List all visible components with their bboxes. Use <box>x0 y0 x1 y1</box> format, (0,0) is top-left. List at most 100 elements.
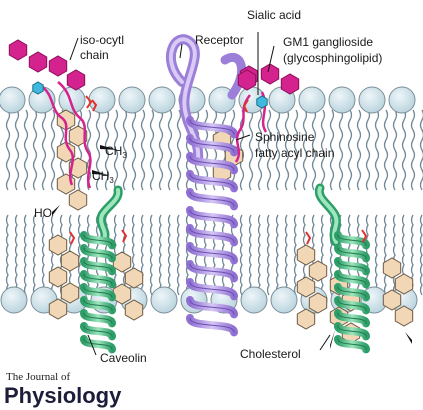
lipid-tail <box>329 109 335 191</box>
lipid-tail <box>41 109 47 191</box>
lipid-tail <box>383 214 387 296</box>
receptor-helix-turn <box>189 209 235 225</box>
lipid-tail <box>239 109 245 191</box>
receptor-label: Receptor <box>195 33 244 47</box>
ho-label: HO <box>34 206 52 220</box>
lipid-head <box>270 286 298 314</box>
caveolin-left <box>80 185 123 354</box>
cholesterol-ring <box>112 283 132 305</box>
cholesterol-ring <box>124 299 144 321</box>
caveolin-label: Caveolin <box>100 351 147 365</box>
caveolin-helix-turn <box>337 312 367 324</box>
sialic-acid-residue <box>256 95 268 109</box>
lipid-tail <box>275 214 279 296</box>
cholesterol-ring <box>296 244 316 266</box>
pointer-lines <box>69 32 331 356</box>
lipid-tail <box>248 214 252 296</box>
cholesterol-ring <box>308 292 328 314</box>
sphingosine-label-2: fatty acyl chain <box>255 146 334 160</box>
lipid-tail <box>158 109 164 191</box>
lipid-tail <box>77 109 83 191</box>
receptor-helix-turn <box>189 137 235 153</box>
lipid-tail <box>23 214 27 296</box>
cholesterol-ring <box>56 141 76 163</box>
lipid-tail <box>401 109 407 191</box>
lipid-tail <box>86 109 92 191</box>
lipid-tail <box>41 214 45 296</box>
lipid-tail <box>149 109 155 191</box>
lipid-tail <box>338 109 344 191</box>
bond-wedge <box>100 145 118 150</box>
gm1-label: GM1 ganglioside <box>283 35 373 49</box>
ch3-label-upper: CH3 <box>105 144 127 160</box>
cholesterol-ring <box>112 251 132 273</box>
sugar-residue <box>28 51 48 73</box>
cholesterol-ring <box>296 308 316 330</box>
caveolin-helix-turn <box>83 286 113 298</box>
lipid-tail <box>149 214 153 296</box>
cholesterol-ring <box>394 305 414 327</box>
receptor-helix-turn <box>189 227 235 243</box>
lipid-tail <box>266 109 272 191</box>
lipid-tail <box>50 109 56 191</box>
cholesterol-ring <box>124 267 144 289</box>
lipid-head <box>0 286 28 314</box>
cholesterol-label: Cholesterol <box>240 347 301 361</box>
cholesterol-ring <box>48 266 68 288</box>
iso-octyl-label-2: chain <box>80 48 109 62</box>
receptor-helix-turn <box>189 299 235 315</box>
lipid-tail <box>383 109 389 191</box>
sugar-residue <box>8 39 28 61</box>
lipid-tail <box>320 109 326 191</box>
lipid-tail <box>293 214 297 296</box>
journal-logo-line2: Physiology <box>4 383 122 408</box>
lipid-tail <box>14 214 18 296</box>
lipid-tail <box>23 109 29 191</box>
lipid-tail <box>5 109 11 191</box>
receptor-helix-turn <box>189 245 235 261</box>
journal-logo: The Journal of Physiology <box>4 371 122 408</box>
lipid-tail <box>167 214 171 296</box>
caveolin-helix-turn <box>83 325 113 337</box>
bond-wedge <box>92 170 108 175</box>
lipid-head <box>240 286 268 314</box>
cholesterol-ring <box>68 189 88 211</box>
lipid-tail <box>302 109 308 191</box>
bond-wedge <box>330 330 335 349</box>
lipid-tail <box>356 109 362 191</box>
lipid-tail <box>374 214 378 296</box>
lipid-tail <box>374 109 380 191</box>
bond-wedge <box>405 332 412 344</box>
cholesterol-ring <box>382 289 402 311</box>
lipid-tail <box>248 109 254 191</box>
lipid-tail <box>311 109 317 191</box>
lipid-head <box>388 86 416 114</box>
lipid-tail <box>176 214 180 296</box>
bond-wedges <box>52 145 412 349</box>
caveolin-helix-turn <box>337 247 367 259</box>
lipid-tail <box>347 109 353 191</box>
caveolin-helix-turn <box>83 338 113 350</box>
gm1-ganglioside-left <box>8 39 92 189</box>
cholesterol-ring <box>296 276 316 298</box>
caveolin-helix-turn <box>337 299 367 311</box>
caveolin-helix-turn <box>337 260 367 272</box>
cholesterol-ring <box>68 157 88 179</box>
lipid-tail <box>257 109 263 191</box>
caveolin-helix-turn <box>337 325 367 337</box>
lipid-tail <box>5 214 9 296</box>
sphingosine-label: Sphinosine <box>255 130 315 144</box>
lipid-tail <box>32 214 36 296</box>
lipid-tail <box>95 109 101 191</box>
bond-wedge <box>52 205 60 216</box>
lipid-tail <box>167 109 173 191</box>
cholesterol-ring <box>382 257 402 279</box>
cholesterol-ring <box>48 298 68 320</box>
sialic-acid-label: Sialic acid <box>247 8 301 22</box>
sugar-residue <box>260 63 280 85</box>
lipid-head <box>148 86 176 114</box>
cholesterol-ring <box>60 250 80 272</box>
lipid-tail <box>131 109 137 191</box>
receptor-protein <box>165 34 247 337</box>
